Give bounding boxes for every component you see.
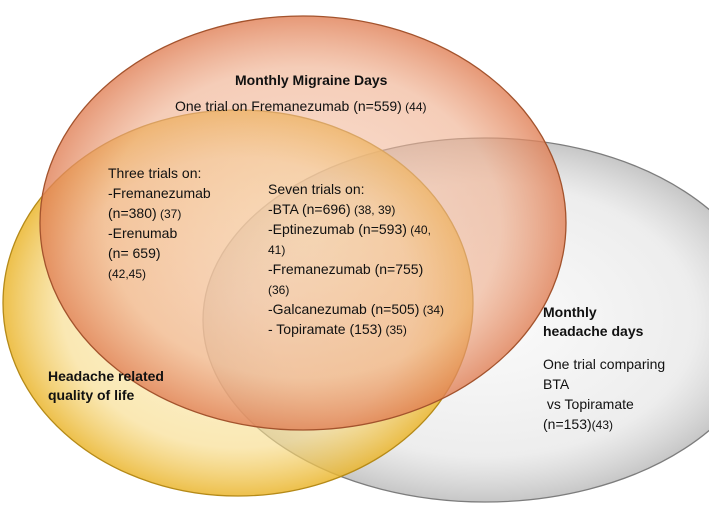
region-line: 41)	[268, 243, 286, 257]
set-label-line: Headache related	[48, 368, 164, 384]
hrqol-set-label: Headache related quality of life	[48, 367, 164, 405]
region-line: (42,45)	[108, 267, 147, 281]
region-line: -Eptinezumab (n=593) (40,	[268, 221, 431, 237]
region-line: Three trials on:	[108, 165, 202, 181]
region-line: BTA	[543, 376, 570, 392]
set-label-line: quality of life	[48, 387, 135, 403]
region-line: -Fremanezumab (n=755)	[268, 261, 424, 277]
all-three-region: Seven trials on: -BTA (n=696) (38, 39) -…	[268, 180, 444, 340]
region-line: One trial comparing	[543, 356, 666, 372]
region-line: (n= 659)	[108, 245, 161, 261]
migraine-days-ellipse	[39, 15, 567, 431]
region-line: (n=153)(43)	[543, 416, 613, 432]
headache-only-region: One trial comparing BTA vs Topiramate (n…	[543, 355, 665, 435]
migraine-set-label: Monthly Migraine Days	[235, 72, 388, 88]
region-line: - Topiramate (153) (35)	[268, 321, 407, 337]
region-line: -BTA (n=696) (38, 39)	[268, 201, 396, 217]
set-label-line: Monthly	[543, 304, 597, 320]
headache-set-label: Monthly headache days	[543, 303, 643, 341]
region-line-text: One trial on Fremanezumab (n=559)	[175, 98, 402, 114]
region-line: (36)	[268, 283, 290, 297]
region-line-ref: (44)	[401, 100, 427, 114]
region-line: -Fremanezumab	[108, 185, 211, 201]
set-label-line: headache days	[543, 323, 644, 339]
region-line: Seven trials on:	[268, 181, 365, 197]
region-line: -Galcanezumab (n=505) (34)	[268, 301, 445, 317]
migraine-hrqol-region: Three trials on: -Fremanezumab (n=380) (…	[108, 164, 211, 284]
region-line: (n=380) (37)	[108, 205, 182, 221]
migraine-only-region: One trial on Fremanezumab (n=559) (44)	[175, 97, 427, 117]
region-line: vs Topiramate	[543, 396, 634, 412]
region-line: -Erenumab	[108, 225, 178, 241]
